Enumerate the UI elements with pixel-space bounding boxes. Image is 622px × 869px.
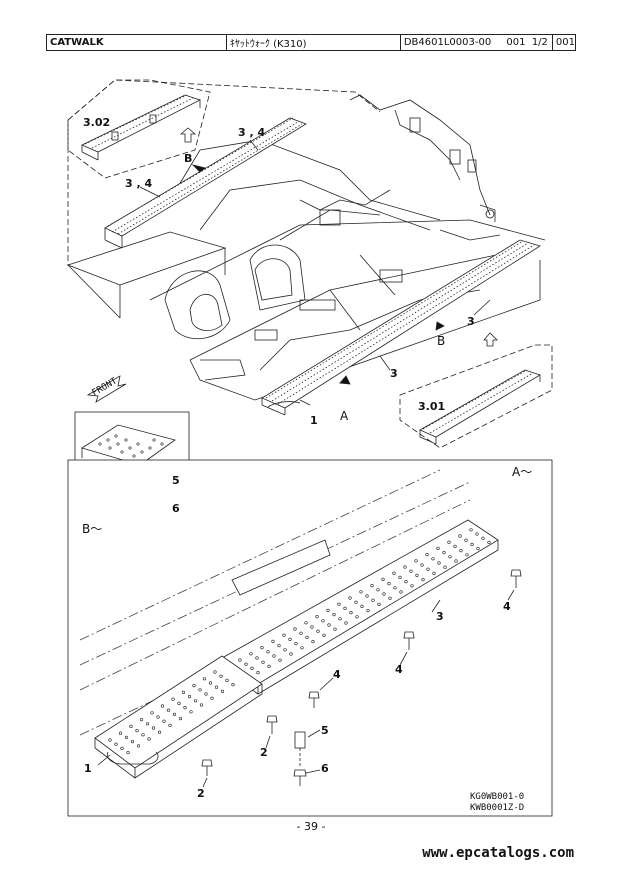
- detail-b-callout-5: 5: [172, 474, 180, 487]
- drawing-code-2: KWB0001Z-D: [470, 803, 524, 813]
- detail-a-title: A～: [512, 465, 532, 479]
- japanese-title: ｷﾔｯﾄｳｫｰｸ (K310): [227, 35, 401, 50]
- detail-a-callout-5: 5: [321, 724, 329, 737]
- detail-a-callout-4b: 4: [395, 663, 403, 676]
- callout-3-02: 3.02: [83, 116, 110, 129]
- detail-a-box: [67, 459, 553, 817]
- callout-3-a: 3: [467, 315, 475, 328]
- inset-part-3-01: [399, 344, 553, 449]
- drawing-code-1: KG0WB001-0: [470, 792, 524, 802]
- callout-1: 1: [310, 414, 318, 427]
- detail-a-callout-4a: 4: [333, 668, 341, 681]
- bolt-2b: [266, 715, 278, 734]
- callout-labels: 3.02 3 , 4 3 , 4 B 3 B 3 3.01 1 A FRONT …: [82, 116, 532, 813]
- index-number: 001: [555, 37, 575, 48]
- page-number: - 39 -: [296, 820, 326, 833]
- footer-watermark-url: www.epcatalogs.com: [422, 845, 574, 861]
- view-arrow-b-1: B: [184, 152, 192, 165]
- doc-number-cell: DB4601L0003-00 001 1/2: [401, 35, 553, 50]
- bolt-6: [293, 769, 307, 786]
- inset-part-3-02: [67, 79, 211, 179]
- bolt-4b: [403, 631, 415, 650]
- sheet-number: 001: [506, 37, 526, 48]
- callout-3-4-a: 3 , 4: [238, 126, 265, 139]
- view-arrow-a: A: [340, 409, 349, 423]
- sheet-info: 001 1/2: [506, 37, 548, 48]
- detail-b-title: B～: [82, 522, 102, 536]
- detail-a-callout-2b: 2: [260, 746, 268, 759]
- detail-a-callout-1: 1: [84, 762, 92, 775]
- detail-b-callout-6: 6: [172, 502, 180, 515]
- callout-3-01: 3.01: [418, 400, 445, 413]
- bolt-4c: [510, 569, 522, 588]
- detail-a-callout-6: 6: [321, 762, 329, 775]
- callout-3-4-b: 3 , 4: [125, 177, 152, 190]
- title-block: CATWALK ｷﾔｯﾄｳｫｰｸ (K310) DB4601L0003-00 0…: [46, 34, 576, 51]
- bolt-4a: [308, 691, 320, 708]
- detail-a-callout-4c: 4: [503, 600, 511, 613]
- detail-a-callout-2a: 2: [197, 787, 205, 800]
- detail-a-callout-3: 3: [436, 610, 444, 623]
- hole-pattern: [108, 528, 491, 755]
- bolt-2a: [201, 759, 213, 776]
- view-arrow-b-2: B: [437, 334, 445, 348]
- bracket-5: [294, 731, 306, 768]
- page-of: 1/2: [531, 37, 548, 48]
- machine-overview: [66, 79, 546, 416]
- section-title: CATWALK: [47, 35, 227, 50]
- callout-3-b: 3: [390, 367, 398, 380]
- doc-number: DB4601L0003-00: [403, 37, 492, 48]
